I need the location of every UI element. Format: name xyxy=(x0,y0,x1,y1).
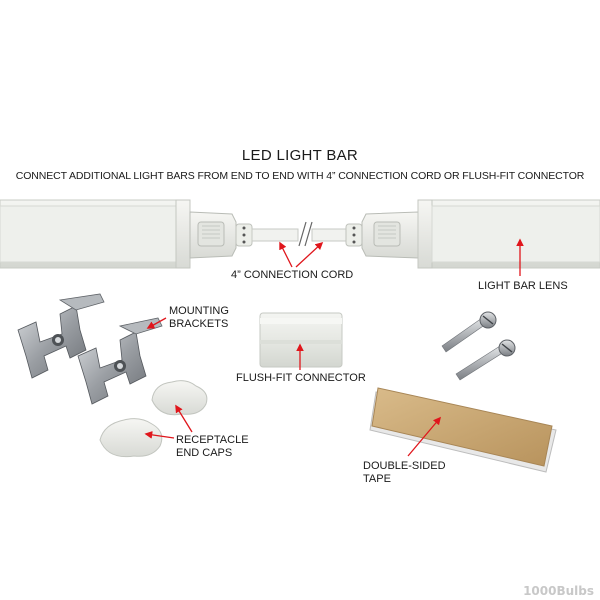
watermark-logo: 1000Bulbs xyxy=(523,584,594,598)
mounting-bracket-right xyxy=(77,317,163,405)
label-flush-fit-connector: FLUSH-FIT CONNECTOR xyxy=(236,372,366,384)
arrow-brackets xyxy=(146,317,167,329)
label-light-bar-lens: LIGHT BAR LENS xyxy=(478,280,568,292)
right-plug xyxy=(345,211,419,259)
arrow-tape xyxy=(407,416,442,457)
flush-fit-connector xyxy=(259,312,343,368)
left-plug xyxy=(189,211,253,259)
left-light-bar xyxy=(0,199,191,269)
arrow-end-cap-bottom xyxy=(144,431,175,439)
connection-cord xyxy=(251,221,351,247)
double-sided-tape xyxy=(369,387,557,473)
label-end-caps-line1: RECEPTACLE xyxy=(176,434,249,446)
diagram-title: LED LIGHT BAR xyxy=(241,147,359,164)
callout-arrows xyxy=(144,238,524,457)
mounting-bracket-left xyxy=(17,293,105,379)
label-mounting-brackets-line2: BRACKETS xyxy=(169,318,229,330)
arrow-cord-right xyxy=(295,241,324,268)
label-connection-cord: 4” CONNECTION CORD xyxy=(231,269,354,281)
arrow-end-cap-top xyxy=(175,404,193,433)
arrow-cord-left xyxy=(279,241,293,268)
label-tape-line1: DOUBLE-SIDED xyxy=(363,460,446,472)
label-mounting-brackets-line1: MOUNTING xyxy=(169,305,229,317)
screw-bottom xyxy=(455,339,516,381)
screw-top xyxy=(441,311,497,353)
receptacle-end-caps xyxy=(99,380,208,458)
label-tape-line2: TAPE xyxy=(363,473,391,485)
diagram-subtitle: CONNECT ADDITIONAL LIGHT BARS FROM END T… xyxy=(15,170,585,182)
label-end-caps-line2: END CAPS xyxy=(176,447,233,459)
right-light-bar xyxy=(417,199,600,269)
